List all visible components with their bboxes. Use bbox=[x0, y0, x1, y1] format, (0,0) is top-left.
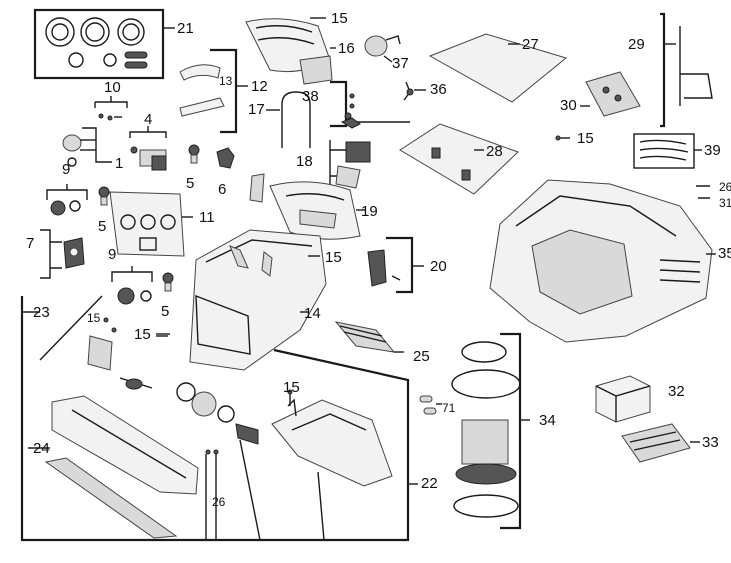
part-33-grille bbox=[621, 423, 700, 463]
label-32: 32 bbox=[668, 383, 685, 400]
part-25-filter bbox=[334, 321, 404, 353]
part-11-control-panel bbox=[109, 191, 193, 257]
label-17: 17 bbox=[248, 101, 265, 118]
label-71: 71 bbox=[442, 401, 456, 415]
part-26-pins bbox=[205, 449, 219, 540]
part-35-base-housing bbox=[489, 179, 716, 343]
part-6-clip bbox=[216, 147, 235, 169]
label-6: 6 bbox=[218, 181, 227, 198]
label-35: 35 bbox=[718, 245, 731, 262]
part-9-knob-upper bbox=[46, 184, 88, 216]
part-14-body-shell bbox=[189, 229, 327, 371]
label-33: 33 bbox=[702, 434, 719, 451]
label-31: 31 bbox=[719, 196, 731, 210]
part-30-circuit-board bbox=[580, 71, 641, 117]
label-7: 7 bbox=[26, 235, 35, 252]
label-5a: 5 bbox=[186, 175, 195, 192]
label-14: 14 bbox=[304, 305, 321, 322]
part-21-seal-kit bbox=[33, 8, 175, 80]
part-29-rod bbox=[660, 12, 713, 128]
part-16-top-cover bbox=[245, 17, 336, 85]
label-9b: 9 bbox=[108, 246, 117, 263]
part-4-switch bbox=[129, 126, 167, 171]
label-22: 22 bbox=[421, 475, 438, 492]
part-28-plate bbox=[399, 123, 519, 195]
label-37: 37 bbox=[392, 55, 409, 72]
label-5b: 5 bbox=[98, 218, 107, 235]
label-13: 13 bbox=[219, 74, 233, 88]
part-9-knob-lower bbox=[111, 266, 153, 305]
part-34-motor bbox=[451, 332, 530, 530]
label-18: 18 bbox=[296, 153, 313, 170]
label-34: 34 bbox=[539, 412, 556, 429]
part-71-brushes bbox=[419, 395, 442, 415]
label-26a: 26 bbox=[212, 495, 226, 509]
part-37-cap bbox=[364, 35, 401, 63]
label-23: 23 bbox=[33, 304, 50, 321]
label-21: 21 bbox=[177, 20, 194, 37]
part-38-float bbox=[330, 80, 410, 129]
label-11: 11 bbox=[199, 209, 215, 226]
label-10: 10 bbox=[104, 79, 121, 96]
label-36: 36 bbox=[430, 81, 447, 98]
label-27: 27 bbox=[522, 36, 539, 53]
part-19-tray bbox=[249, 173, 366, 240]
label-26b: 26 bbox=[719, 180, 731, 194]
label-15d: 15 bbox=[87, 311, 101, 325]
label-9a: 9 bbox=[62, 161, 71, 178]
label-5c: 5 bbox=[161, 303, 170, 320]
label-28: 28 bbox=[486, 143, 503, 160]
label-20: 20 bbox=[430, 258, 447, 275]
part-1-knob bbox=[62, 127, 112, 167]
part-18-switch-unit bbox=[329, 140, 371, 189]
label-15e: 15 bbox=[134, 326, 151, 343]
label-15b: 15 bbox=[577, 130, 594, 147]
part-24-nozzle bbox=[28, 395, 199, 539]
label-12: 12 bbox=[251, 78, 268, 95]
part-5-fastener-left bbox=[98, 186, 110, 206]
label-24: 24 bbox=[33, 440, 50, 457]
part-5-fastener-top bbox=[188, 144, 200, 164]
part-39-gasket bbox=[633, 133, 702, 169]
part-roller-shaft bbox=[176, 382, 261, 541]
part-22-nozzle-cover bbox=[271, 348, 418, 541]
label-15f: 15 bbox=[283, 379, 300, 396]
part-23-trigger-assembly bbox=[20, 295, 410, 542]
label-4: 4 bbox=[144, 111, 153, 128]
part-17-hose bbox=[266, 91, 311, 148]
part-27-panel bbox=[428, 33, 568, 103]
label-1: 1 bbox=[115, 155, 124, 172]
part-36-sensor bbox=[403, 81, 426, 101]
label-39: 39 bbox=[704, 142, 721, 159]
part-12-handle bbox=[179, 48, 248, 134]
label-38: 38 bbox=[302, 88, 319, 105]
part-10-screws bbox=[94, 96, 128, 121]
label-30: 30 bbox=[560, 97, 577, 114]
label-29: 29 bbox=[628, 36, 645, 53]
label-25: 25 bbox=[413, 348, 430, 365]
label-15a: 15 bbox=[331, 10, 348, 27]
screw-15-markers bbox=[156, 135, 570, 406]
part-7-socket bbox=[40, 229, 85, 279]
part-32-block bbox=[595, 375, 651, 423]
part-20-latch bbox=[367, 236, 424, 294]
part-5-fastener-mid bbox=[162, 272, 174, 292]
label-19: 19 bbox=[361, 203, 378, 220]
label-15c: 15 bbox=[325, 249, 342, 266]
label-16: 16 bbox=[338, 40, 355, 57]
